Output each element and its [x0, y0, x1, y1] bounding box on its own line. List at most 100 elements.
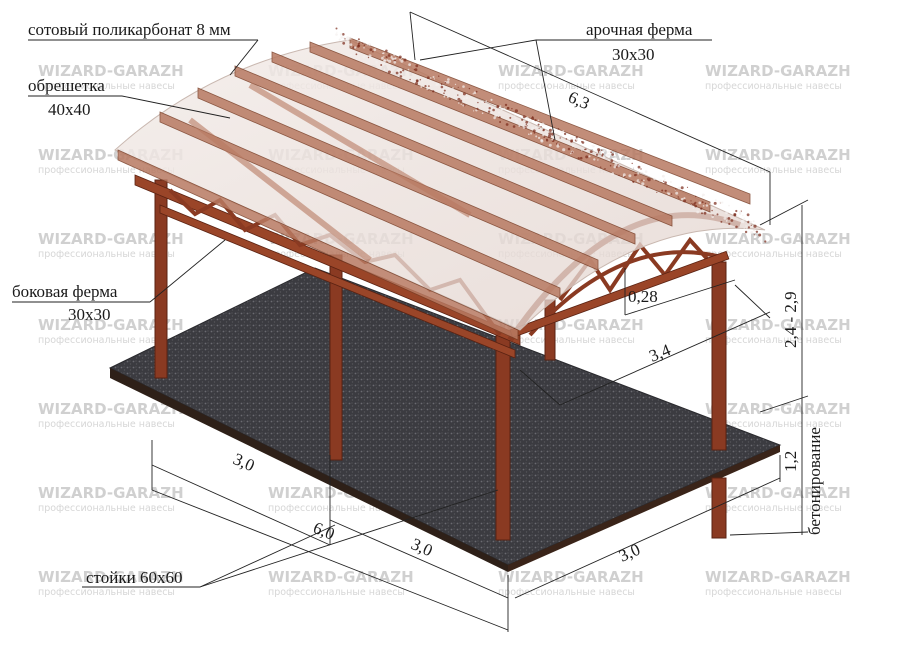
- watermark-brand: WIZARD-GARAZH: [705, 230, 851, 248]
- roof-speck: [498, 111, 501, 114]
- roof-speck: [538, 127, 540, 129]
- roof-speck: [618, 174, 620, 177]
- roof-speck: [746, 213, 750, 217]
- roof-speck: [705, 204, 709, 207]
- watermark-brand: WIZARD-GARAZH: [705, 146, 851, 164]
- roof-speck: [506, 107, 509, 109]
- roof-speck: [662, 174, 665, 178]
- roof-speck: [680, 186, 684, 190]
- roof-speck: [342, 41, 346, 45]
- roof-speck: [556, 132, 559, 135]
- roof-speck: [701, 212, 703, 215]
- roof-speck: [764, 240, 767, 243]
- label-concreting-value: 1,2: [781, 451, 800, 472]
- roof-speck: [410, 79, 413, 82]
- roof-speck: [420, 85, 423, 88]
- roof-speck: [346, 38, 349, 42]
- roof-speck: [661, 189, 664, 192]
- watermark-tagline: профессиональные навесы: [705, 419, 842, 430]
- watermark-tagline: профессиональные навесы: [38, 335, 175, 346]
- roof-speck: [644, 170, 648, 173]
- roof-speck: [452, 87, 454, 89]
- roof-speck: [530, 132, 533, 135]
- roof-speck: [551, 138, 554, 141]
- roof-speck: [462, 92, 466, 96]
- roof-speck: [528, 133, 530, 135]
- roof-speck: [560, 130, 564, 134]
- watermark-tagline: профессиональные навесы: [498, 335, 635, 346]
- roof-speck: [477, 101, 479, 104]
- roof-speck: [701, 201, 704, 204]
- roof-speck: [730, 219, 734, 222]
- roof-speck: [382, 52, 384, 55]
- roof-speck: [499, 105, 502, 108]
- watermark-tagline: профессиональные навесы: [498, 81, 635, 92]
- roof-speck: [500, 108, 503, 111]
- roof-speck: [457, 86, 459, 88]
- label-side-truss-size: 30х30: [68, 305, 111, 324]
- watermark-brand: WIZARD-GARAZH: [38, 568, 184, 586]
- watermark-brand: WIZARD-GARAZH: [38, 230, 184, 248]
- roof-speck: [595, 149, 598, 152]
- roof-speck: [481, 112, 484, 114]
- roof-speck: [443, 89, 446, 92]
- roof-speck: [677, 186, 681, 190]
- roof-speck: [393, 57, 396, 60]
- watermark-brand: WIZARD-GARAZH: [38, 400, 184, 418]
- roof-speck: [518, 124, 521, 127]
- roof-speck: [514, 117, 517, 120]
- roof-speck: [758, 233, 762, 237]
- roof-speck: [591, 145, 593, 147]
- roof-speck: [440, 85, 444, 89]
- roof-speck: [443, 85, 445, 88]
- roof-speck: [605, 153, 610, 157]
- roof-speck: [617, 164, 620, 168]
- roof-speck: [606, 151, 609, 154]
- dim-front-left: 3,0: [230, 449, 257, 475]
- roof-speck: [660, 179, 663, 182]
- roof-speck: [570, 152, 572, 155]
- roof-speck: [335, 33, 338, 36]
- roof-speck: [674, 188, 677, 190]
- roof-speck: [664, 181, 667, 184]
- roof-speck: [400, 59, 404, 63]
- roof-speck: [386, 59, 389, 62]
- roof-speck: [408, 63, 411, 66]
- roof-speck: [335, 27, 338, 30]
- roof-speck: [357, 41, 359, 43]
- roof-speck: [385, 56, 388, 59]
- roof-speck: [457, 94, 459, 96]
- roof-speck: [581, 140, 583, 143]
- roof-speck: [459, 99, 463, 103]
- roof-speck: [614, 156, 617, 159]
- roof-speck: [743, 217, 745, 219]
- roof-speck: [468, 87, 471, 90]
- roof-speck: [584, 148, 586, 151]
- post-back-right: [711, 261, 727, 451]
- roof-speck: [585, 155, 589, 159]
- roof-speck: [742, 214, 744, 217]
- dim-span: 3,4: [646, 340, 673, 366]
- lathing-bar: [234, 65, 636, 245]
- watermark-brand: WIZARD-GARAZH: [498, 62, 644, 80]
- roof-speck: [677, 196, 679, 198]
- roof-speck: [463, 97, 466, 100]
- watermark-brand: WIZARD-GARAZH: [705, 484, 851, 502]
- roof-speck: [444, 81, 447, 84]
- roof-speck: [669, 181, 672, 183]
- roof-speck: [601, 153, 604, 156]
- roof-speck: [753, 235, 756, 237]
- lathing-bar: [309, 41, 711, 213]
- roof-speck: [602, 155, 606, 159]
- lathing: [117, 37, 751, 341]
- roof-speck: [357, 44, 360, 47]
- roof-speck: [355, 53, 358, 56]
- posts: [154, 179, 727, 541]
- roof-speck: [387, 70, 391, 74]
- roof-speck: [537, 129, 540, 132]
- roof-speck: [556, 144, 560, 148]
- label-lathing-size: 40х40: [48, 100, 91, 119]
- roof-speck: [499, 121, 502, 123]
- roof-speck: [632, 181, 635, 184]
- roof-speck: [488, 107, 491, 110]
